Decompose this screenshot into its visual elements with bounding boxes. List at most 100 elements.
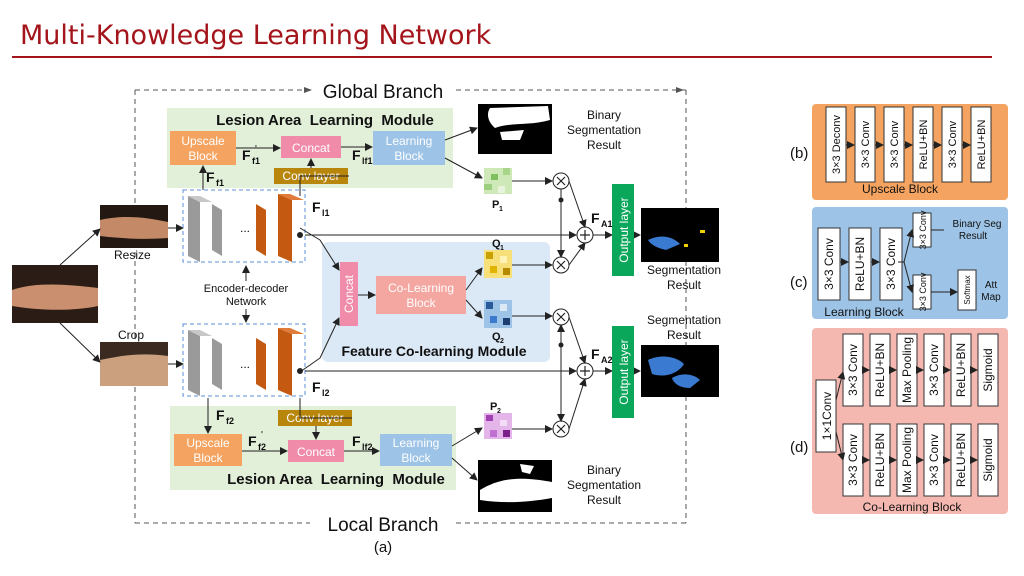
svg-text:F: F [242, 147, 251, 163]
segmentation-result-bottom [641, 345, 719, 397]
svg-text:Learning: Learning [393, 436, 440, 450]
svg-text:l2: l2 [322, 388, 330, 398]
svg-text:Block: Block [394, 149, 424, 163]
p2-attention-map [484, 413, 512, 439]
layer-box [977, 423, 999, 497]
svg-text:1×1Conv: 1×1Conv [820, 392, 834, 440]
svg-text:': ' [261, 430, 263, 441]
svg-text:A2: A2 [601, 355, 613, 365]
svg-text:f1: f1 [216, 178, 224, 188]
svg-text:': ' [255, 144, 257, 155]
layer-label: 3×3 Conv [884, 238, 898, 290]
concat-middle [340, 262, 358, 326]
svg-text:F: F [312, 199, 321, 215]
cropped-image [100, 342, 168, 386]
panel-b-label: (b) [790, 145, 808, 162]
svg-text:Binary: Binary [587, 108, 621, 122]
svg-text:Segmentation: Segmentation [567, 478, 641, 492]
svg-text:Concat: Concat [297, 445, 336, 459]
svg-text:Concat: Concat [292, 141, 331, 155]
local-branch-label: Local Branch [328, 515, 439, 536]
panel-d-caption: Co-Learning Block [863, 500, 963, 514]
svg-text:P: P [490, 401, 497, 413]
layer-label: ReLU+BN [954, 343, 968, 397]
encoder-decoder-bottom [182, 323, 306, 397]
svg-text:Block: Block [406, 296, 436, 310]
dots-top: ... [240, 221, 250, 235]
svg-text:Learning: Learning [386, 134, 433, 148]
svg-text:Co-Learning: Co-Learning [388, 281, 454, 295]
svg-text:Concat: Concat [342, 274, 356, 313]
svg-text:Result: Result [959, 231, 988, 242]
lesion-module-bottom-label: Lesion Area Learning Module [227, 471, 445, 488]
q1-attention-map [484, 250, 512, 278]
layer-label: Sigmoid [981, 348, 995, 391]
svg-text:F: F [206, 169, 215, 185]
layer-label: 3×3 Conv [822, 238, 836, 290]
binary-seg-top [478, 104, 552, 154]
svg-text:Upscale: Upscale [186, 436, 230, 450]
layer-label: ReLU+BN [976, 120, 988, 170]
global-branch-label: Global Branch [323, 82, 443, 103]
layer-label: Max Pooling [900, 337, 914, 403]
layer-box [977, 333, 999, 407]
layer-label: 3×3 Conv [846, 434, 860, 486]
layer-label: ReLU+BN [954, 433, 968, 487]
svg-text:l1: l1 [322, 208, 330, 218]
svg-text:Segmentation: Segmentation [567, 123, 641, 137]
svg-text:Block: Block [193, 451, 223, 465]
upscale-block-top [170, 131, 236, 165]
svg-text:P: P [492, 199, 499, 211]
resize-label: Resize [114, 248, 151, 262]
svg-text:Block: Block [188, 149, 218, 163]
svg-text:Block: Block [401, 451, 431, 465]
svg-text:2: 2 [500, 338, 504, 345]
svg-text:F: F [591, 210, 600, 226]
layer-label: 3×3 Deconv [831, 114, 843, 174]
svg-text:A1: A1 [601, 219, 613, 229]
svg-text:3×3 Conv: 3×3 Conv [918, 210, 928, 249]
layer-label: ReLU+BN [918, 120, 930, 170]
layer-label: ReLU+BN [873, 433, 887, 487]
layer-box [848, 227, 872, 301]
layer-box [970, 106, 992, 183]
layer-label: ReLU+BN [853, 237, 867, 291]
encoder-decoder-label-1: Encoder-decoder [204, 283, 289, 295]
svg-text:F: F [352, 147, 361, 163]
svg-text:f1: f1 [252, 156, 260, 166]
resized-image [100, 205, 168, 248]
panel-c-caption: Learning Block [824, 305, 904, 319]
panel-c-softmax [957, 269, 977, 311]
svg-text:F: F [591, 346, 600, 362]
svg-text:Q: Q [492, 238, 501, 250]
svg-text:1: 1 [500, 245, 504, 252]
q2-attention-map [484, 300, 512, 328]
layer-label: 3×3 Conv [927, 434, 941, 486]
panel-c-label: (c) [790, 274, 808, 291]
svg-text:Upscale: Upscale [181, 134, 225, 148]
svg-text:Binary: Binary [587, 463, 621, 477]
panel-d-first-conv [815, 379, 837, 453]
layer-label: 3×3 Conv [889, 120, 901, 168]
binary-seg-bottom [478, 460, 552, 512]
panel-d-label: (d) [790, 439, 808, 456]
svg-text:2: 2 [497, 408, 501, 415]
layer-label: 3×3 Conv [846, 344, 860, 396]
svg-text:f2: f2 [226, 416, 234, 426]
svg-text:Result: Result [587, 138, 622, 152]
output-layer-bottom [612, 326, 634, 418]
lesion-module-top-label: Lesion Area Learning Module [216, 112, 434, 129]
layer-label: Sigmoid [981, 438, 995, 481]
layer-label: Max Pooling [900, 427, 914, 493]
upscale-block-bottom [174, 434, 242, 466]
learning-block-top [373, 131, 445, 165]
concat-top [281, 136, 341, 158]
input-image [12, 265, 98, 323]
svg-text:F: F [312, 379, 321, 395]
p1-attention-map [484, 168, 512, 194]
panel-a-caption: (a) [374, 539, 392, 556]
svg-text:Map: Map [981, 292, 1001, 303]
svg-text:Result: Result [667, 278, 702, 292]
svg-text:lf2: lf2 [362, 442, 373, 452]
